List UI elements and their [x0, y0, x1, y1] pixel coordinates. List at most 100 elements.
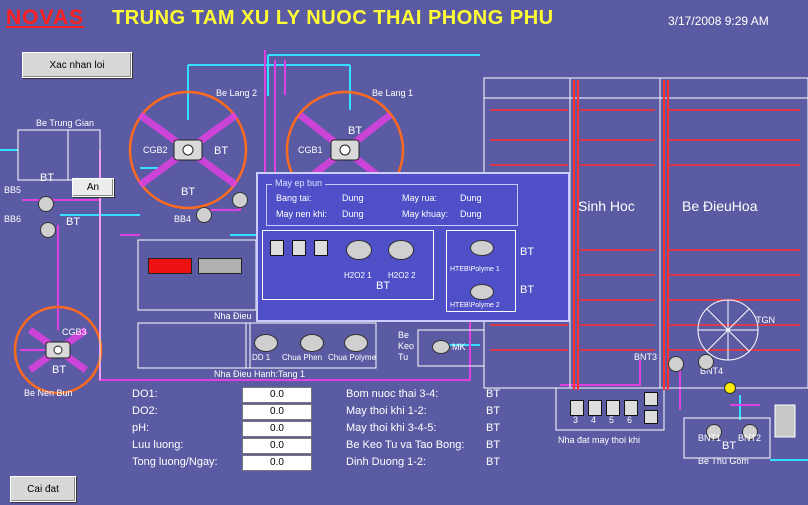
status-indicator: [198, 258, 242, 274]
be-thu-gom-status: BT: [722, 440, 737, 452]
blower-5-icon[interactable]: [606, 400, 620, 416]
mk-icon[interactable]: [432, 340, 450, 354]
may-thoi-khi-345-status: BT: [486, 422, 501, 434]
sludge-press-popup: May ep bun Bang tai: Dung May nen khi: D…: [256, 172, 570, 322]
may-nen-khi-label: May nen khi:: [276, 209, 328, 219]
bang-tai-value: Dung: [342, 193, 364, 203]
polyme-1-status: BT: [520, 246, 535, 258]
luu-luong-label: Luu luong:: [132, 439, 184, 451]
chemical-dosing-group: [262, 230, 434, 300]
may-khuay-label: May khuay:: [402, 209, 449, 219]
blower-8-icon[interactable]: [644, 410, 658, 424]
may-thoi-khi-12-status: BT: [486, 405, 501, 417]
bnt3-label: BNT3: [634, 352, 658, 362]
be-nen-bun-label: Be Nen Bun: [24, 388, 73, 398]
dinh-duong-label: Dinh Duong 1-2:: [346, 456, 427, 468]
blower-5-label: 5: [609, 415, 615, 425]
polyme-2-tank-icon[interactable]: [470, 284, 494, 300]
hide-button[interactable]: An: [72, 178, 114, 197]
be-thu-gom-label: Be Thu Gom: [698, 456, 749, 466]
bb6-pump-icon[interactable]: [40, 222, 56, 238]
cgb1-label: CGB1: [298, 145, 323, 155]
luu-luong-value: 0.0: [242, 438, 312, 454]
bnt1-pump-icon[interactable]: [706, 424, 722, 440]
h2o2-2-label: H2O2 2: [388, 271, 416, 280]
confirm-error-button[interactable]: Xac nhan loi: [22, 52, 132, 78]
bb5-pump-icon[interactable]: [38, 196, 54, 212]
cgb3-label: CGB3: [62, 327, 87, 337]
bb5-label: BB5: [4, 185, 22, 195]
be-trung-gian-label: Be Trung Gian: [36, 118, 95, 128]
may-khuay-value: Dung: [460, 209, 482, 219]
dosing-motor-2-icon[interactable]: [292, 240, 306, 256]
bb4-pump-icon[interactable]: [196, 207, 212, 223]
popup-title: May ep bun: [272, 178, 326, 188]
tong-luong-label: Tong luong/Ngay:: [132, 456, 218, 468]
be-keo-tu-tao-bong-label: Be Keo Tu va Tao Bong:: [346, 439, 465, 451]
settings-button[interactable]: Cai đat: [10, 476, 76, 502]
be-lang-2-label: Be Lang 2: [216, 88, 258, 98]
blower-4-label: 4: [591, 415, 597, 425]
bnt4-pump-icon[interactable]: [698, 354, 714, 370]
ph-value: 0.0: [242, 421, 312, 437]
blower-4-icon[interactable]: [588, 400, 602, 416]
be-keo-tu-label: Be Keo Tu: [398, 330, 415, 362]
polyme-1-tank-icon[interactable]: [470, 240, 494, 256]
be-dieu-hoa-label: Be ĐieuHoa: [682, 198, 758, 214]
bb6-status: BT: [66, 216, 81, 228]
polyme-2-status: BT: [520, 284, 535, 296]
bnt4-label: BNT4: [700, 366, 724, 376]
page-title: TRUNG TAM XU LY NUOC THAI PHONG PHU: [112, 7, 554, 29]
h2o2-1-tank-icon[interactable]: [346, 240, 372, 260]
chua-polyme-label: Chua Polyme: [328, 353, 377, 362]
do2-label: DO2:: [132, 405, 158, 417]
nha-dieu-label: Nha Đieu: [214, 311, 252, 321]
mk-label: MK: [452, 342, 466, 352]
be-trung-gian-status: BT: [40, 172, 55, 184]
pump-icon[interactable]: [232, 192, 248, 208]
be-lang-2-status: BT: [181, 186, 196, 198]
do2-value: 0.0: [242, 404, 312, 420]
blower-7-icon[interactable]: [644, 392, 658, 406]
bom-nuoc-thai-status: BT: [486, 388, 501, 400]
blower-6-icon[interactable]: [624, 400, 638, 416]
h2o2-1-label: H2O2 1: [344, 271, 372, 280]
bnt3-pump-icon[interactable]: [668, 356, 684, 372]
polyme-group: [446, 230, 516, 312]
brand-logo: NOVAS: [6, 6, 85, 29]
be-keo-tu-tao-bong-status: BT: [486, 439, 501, 451]
may-thoi-khi-345-label: May thoi khi 3-4-5:: [346, 422, 437, 434]
may-thoi-khi-12-label: May thoi khi 1-2:: [346, 405, 427, 417]
chua-phen-label: Chua Phen: [282, 353, 323, 362]
cgb2-label: CGB2: [143, 145, 168, 155]
may-nen-khi-value: Dung: [342, 209, 364, 219]
dosing-motor-3-icon[interactable]: [314, 240, 328, 256]
bang-tai-label: Bang tai:: [276, 193, 312, 203]
dd1-tank-icon[interactable]: [254, 334, 278, 352]
valve-icon[interactable]: [724, 382, 736, 394]
chua-phen-tank-icon[interactable]: [300, 334, 324, 352]
nha-dieu-hanh-tang1-label: Nha Đieu Hanh:Tang 1: [214, 369, 306, 379]
h2o2-2-tank-icon[interactable]: [388, 240, 414, 260]
bb6-label: BB6: [4, 214, 22, 224]
blower-3-icon[interactable]: [570, 400, 584, 416]
chua-polyme-tank-icon[interactable]: [344, 334, 368, 352]
tong-luong-value: 0.0: [242, 455, 312, 471]
do1-label: DO1:: [132, 388, 158, 400]
dinh-duong-status: BT: [486, 456, 501, 468]
may-rua-value: Dung: [460, 193, 482, 203]
ph-label: pH:: [132, 422, 150, 434]
dd1-label: DD 1: [252, 353, 271, 362]
bnt1-label: BNT1: [698, 433, 722, 443]
do1-value: 0.0: [242, 387, 312, 403]
cgb1-status: BT: [348, 125, 363, 137]
dosing-motor-1-icon[interactable]: [270, 240, 284, 256]
alarm-indicator: [148, 258, 192, 274]
may-rua-label: May rua:: [402, 193, 438, 203]
bnt2-pump-icon[interactable]: [742, 424, 758, 440]
be-lang-1-label: Be Lang 1: [372, 88, 414, 98]
datetime: 3/17/2008 9:29 AM: [668, 14, 769, 28]
be-nen-bun-status: BT: [52, 364, 67, 376]
polyme-1-label: HTEB\Polyme 1: [450, 266, 500, 273]
